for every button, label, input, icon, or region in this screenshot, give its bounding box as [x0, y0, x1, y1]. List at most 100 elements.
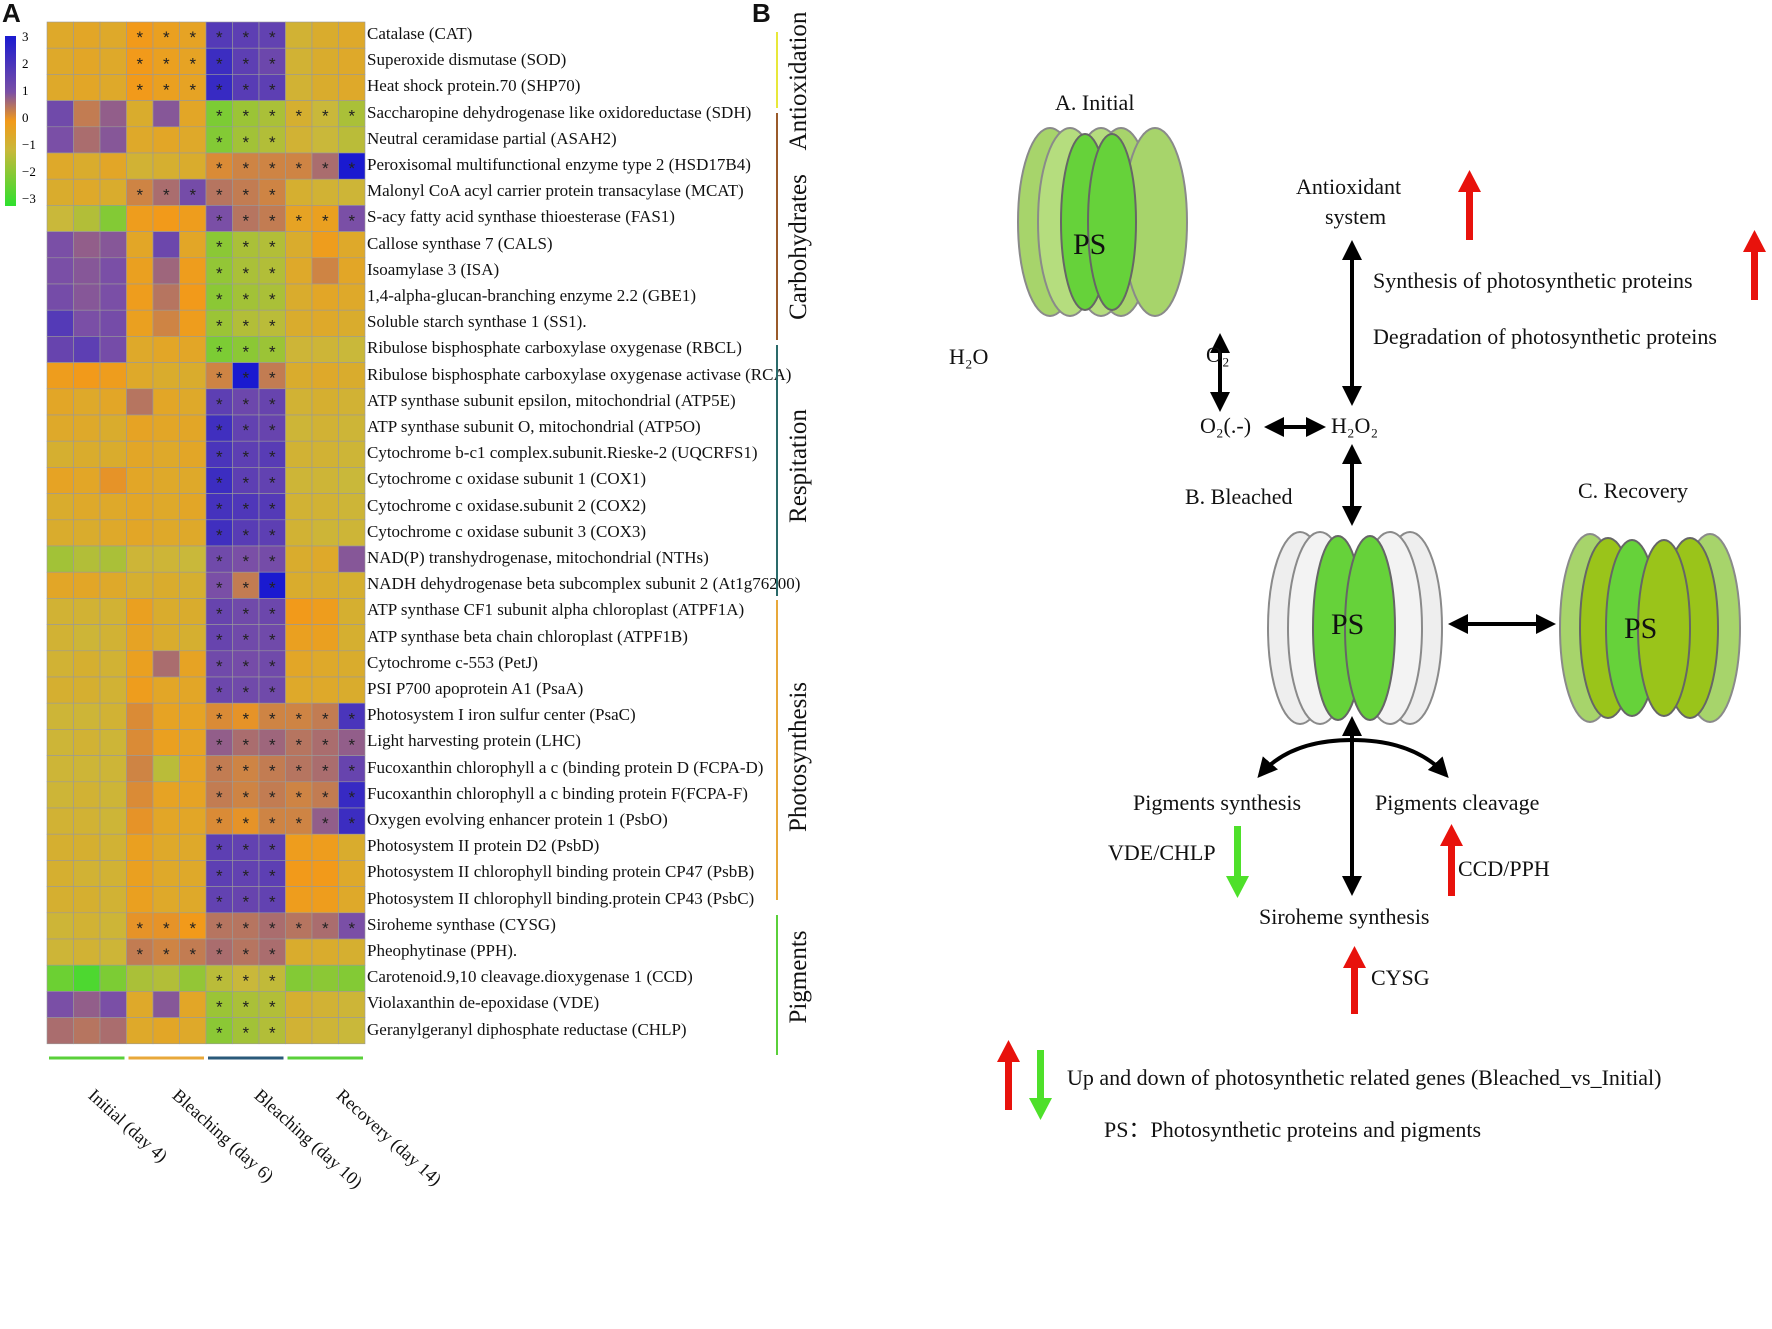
- heatmap-cell: [232, 833, 260, 861]
- heatmap-cell: [311, 414, 339, 442]
- significance-marker: *: [269, 500, 276, 519]
- heatmap-cell: [258, 833, 286, 861]
- heatmap-cell: [73, 100, 101, 128]
- heatmap-cell: [46, 126, 74, 154]
- heatmap-cell: [73, 362, 101, 390]
- significance-marker: *: [269, 369, 276, 388]
- heatmap-cell: [311, 74, 339, 101]
- heatmap-cell: [126, 493, 154, 521]
- label-synthesis: Synthesis of photosynthetic proteins: [1373, 268, 1693, 293]
- heatmap-cell: [99, 807, 127, 835]
- gene-label: Carotenoid.9,10 cleavage.dioxygenase 1 (…: [367, 967, 693, 987]
- heatmap-cell: [99, 991, 127, 1018]
- significance-marker: *: [295, 919, 302, 938]
- heatmap-cell: [73, 257, 101, 285]
- heatmap-cell: [311, 388, 339, 416]
- heatmap-cell: [232, 309, 260, 337]
- heatmap-cell: [179, 414, 207, 442]
- heatmap-cell: [179, 231, 207, 259]
- heatmap-cell: [258, 991, 286, 1018]
- significance-marker: *: [242, 369, 249, 388]
- heatmap-cell: [285, 676, 313, 704]
- arrow-to-pigments-synthesis: [1257, 738, 1353, 779]
- label-h2o2: H₂O₂: [1331, 413, 1379, 438]
- heatmap-cell: [285, 624, 313, 652]
- heatmap-cell: [338, 729, 366, 756]
- heatmap-cell: [179, 755, 207, 783]
- heatmap-cell: [99, 938, 127, 966]
- label-pigments-cleavage: Pigments cleavage: [1375, 790, 1540, 815]
- label-degradation: Degradation of photosynthetic proteins: [1373, 324, 1717, 349]
- significance-marker: *: [269, 54, 276, 73]
- heatmap-cell: [205, 388, 233, 416]
- significance-marker: *: [242, 54, 249, 73]
- significance-marker: *: [216, 631, 223, 650]
- gene-label: Neutral ceramidase partial (ASAH2): [367, 128, 617, 148]
- significance-marker: *: [216, 578, 223, 597]
- significance-marker: *: [269, 159, 276, 178]
- significance-marker: *: [269, 945, 276, 964]
- heatmap-cell: [46, 991, 74, 1018]
- significance-marker: *: [189, 81, 196, 100]
- heatmap-cell: [285, 21, 313, 49]
- heatmap-cell: [285, 860, 313, 887]
- up-arrow-antioxidant: [1458, 170, 1481, 240]
- heatmap-cell: [46, 860, 74, 887]
- significance-marker: *: [348, 212, 355, 231]
- heatmap-cell: [73, 964, 101, 992]
- significance-marker: *: [216, 238, 223, 257]
- heatmap-cell: [338, 781, 366, 809]
- significance-marker: *: [242, 343, 249, 362]
- heatmap-cell: [99, 126, 127, 154]
- heatmap-cell: [99, 860, 127, 887]
- significance-marker: *: [136, 919, 143, 938]
- gene-label: Saccharopine dehydrogenase like oxidored…: [367, 102, 752, 122]
- heatmap-cell: [179, 440, 207, 468]
- significance-marker: *: [216, 526, 223, 545]
- heatmap-cell: [232, 178, 260, 206]
- ps-stack-bleached: [1267, 531, 1443, 725]
- heatmap-cell: [232, 1017, 260, 1045]
- heatmap-cell: [258, 336, 286, 363]
- gene-label: ATP synthase beta chain chloroplast (ATP…: [367, 626, 688, 646]
- significance-marker: *: [269, 290, 276, 309]
- heatmap-cell: [205, 47, 233, 75]
- heatmap-cell: [311, 571, 339, 599]
- gene-label: Cytochrome b-c1 complex.subunit.Rieske-2…: [367, 443, 758, 463]
- heatmap-cell: [46, 414, 74, 442]
- heatmap-cell: [285, 178, 313, 206]
- significance-marker: *: [269, 578, 276, 597]
- significance-marker: *: [269, 814, 276, 833]
- heatmap-cell: [258, 152, 286, 180]
- heatmap-cell: [338, 886, 366, 914]
- gene-label: Cytochrome c-553 (PetJ): [367, 652, 538, 672]
- significance-marker: *: [216, 605, 223, 624]
- heatmap-cell: [126, 309, 154, 337]
- gene-label: Photosystem II protein D2 (PsbD): [367, 836, 600, 856]
- heatmap-cell: [338, 964, 366, 992]
- heatmap-cell: [179, 833, 207, 861]
- heatmap-cell: [99, 964, 127, 992]
- heatmap-cell: [126, 545, 154, 573]
- heatmap-cell: [73, 938, 101, 966]
- significance-marker: *: [216, 264, 223, 283]
- significance-marker: *: [242, 683, 249, 702]
- heatmap-cell: [338, 807, 366, 835]
- heatmap-cell: [152, 152, 180, 180]
- heatmap-cell: [126, 519, 154, 547]
- significance-marker: *: [269, 133, 276, 152]
- panel-a-label: A: [2, 0, 21, 28]
- heatmap-cell: [338, 440, 366, 468]
- significance-marker: *: [295, 762, 302, 781]
- heatmap-cell: [285, 781, 313, 809]
- heatmap-cell: [338, 571, 366, 599]
- significance-marker: *: [242, 28, 249, 47]
- heatmap-cell: [338, 205, 366, 232]
- heatmap-cell: [232, 781, 260, 809]
- heatmap-cell: [311, 781, 339, 809]
- heatmap-cell: [179, 388, 207, 416]
- heatmap-cell: [73, 283, 101, 311]
- heatmap-cell: [205, 781, 233, 809]
- heatmap-cell: [73, 755, 101, 783]
- significance-marker: *: [242, 631, 249, 650]
